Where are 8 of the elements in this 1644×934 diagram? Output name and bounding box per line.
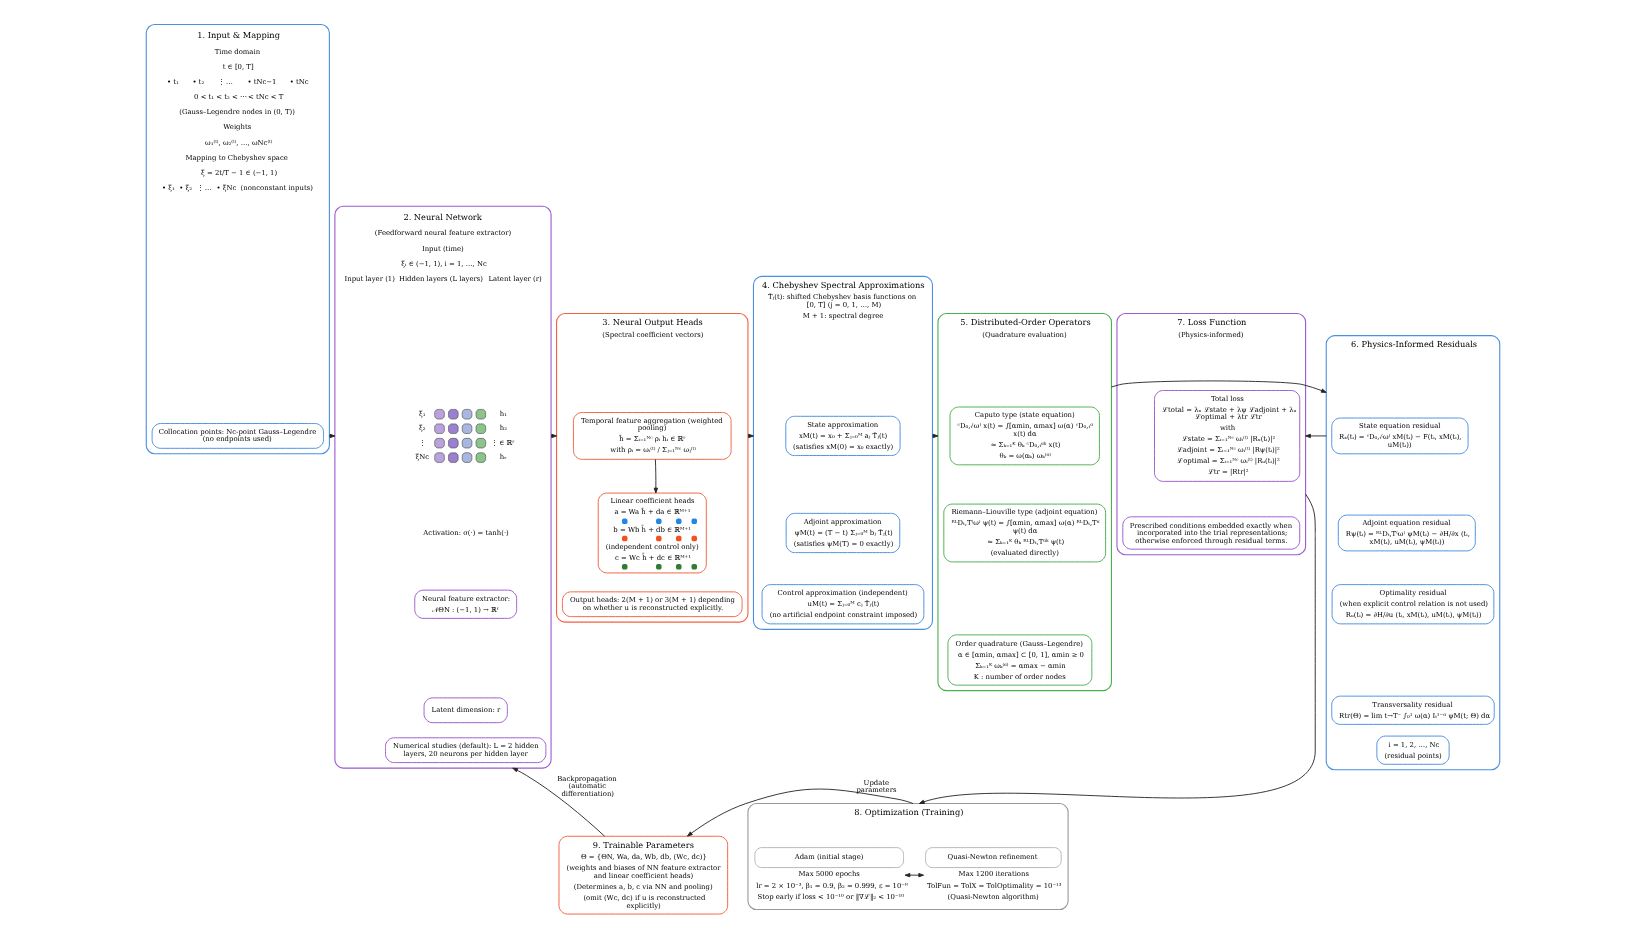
- arrow: [903, 873, 924, 878]
- arrow: [931, 433, 938, 439]
- arrow: [917, 493, 1315, 804]
- arrow: [686, 788, 913, 837]
- arrow: [652, 459, 657, 494]
- arrow: [1110, 380, 1326, 393]
- arrow: [511, 767, 605, 837]
- arrow: [1304, 433, 1326, 439]
